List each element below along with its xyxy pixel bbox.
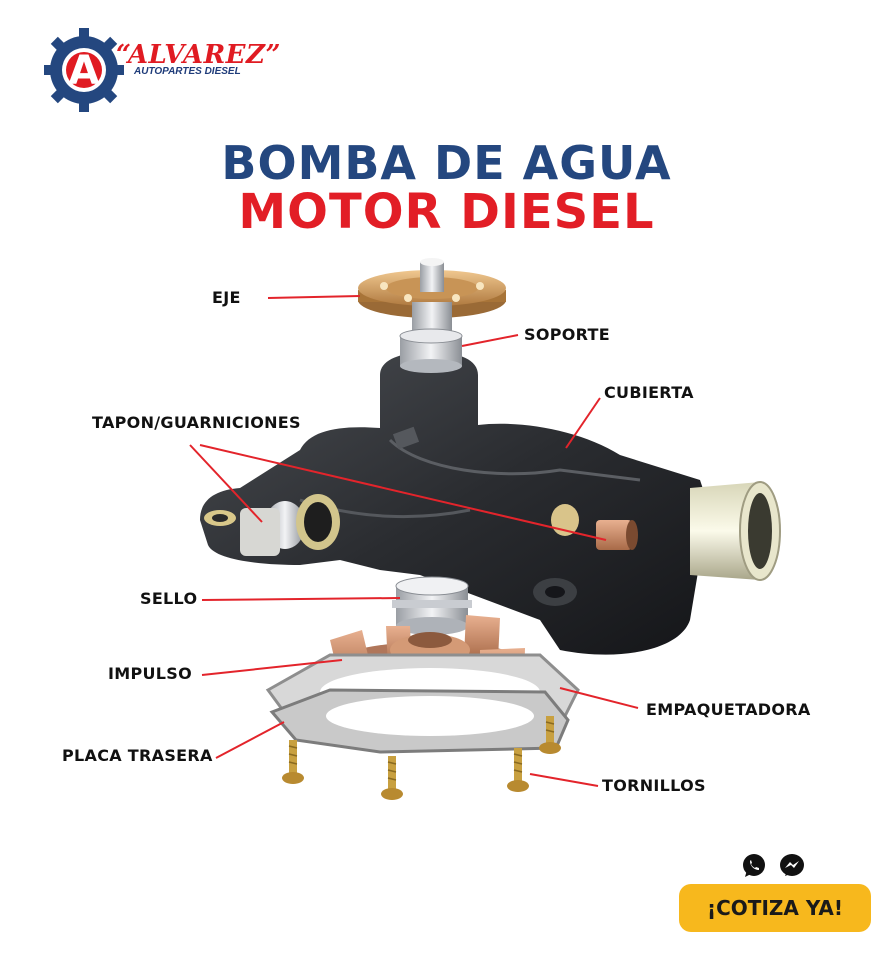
cotiza-ya-button[interactable]: ¡COTIZA YA! (679, 884, 871, 932)
leader-soporte (461, 334, 519, 347)
svg-text:A: A (69, 48, 100, 94)
label-soporte: SOPORTE (524, 325, 610, 344)
leader-tornillos (529, 773, 599, 787)
pump-housing (200, 352, 781, 655)
leader-impulso (201, 659, 343, 676)
leader-tapon-b (199, 444, 607, 541)
label-empaquetadora: EMPAQUETADORA (646, 700, 811, 719)
social-icons (740, 852, 806, 880)
gear-logo-icon: A (42, 28, 126, 112)
label-tapon-guarniciones: TAPON/GUARNICIONES (92, 413, 301, 432)
leader-eje (267, 295, 361, 299)
leader-cubierta (565, 397, 601, 449)
leader-placa (215, 721, 285, 759)
messenger-icon[interactable] (778, 852, 806, 880)
bearing (399, 328, 463, 373)
leader-lines (189, 295, 639, 787)
leader-empaquetadora (559, 687, 639, 709)
label-cubierta: CUBIERTA (604, 383, 694, 402)
leader-tapon-a (189, 444, 263, 523)
brand-subtitle: AUTOPARTES DIESEL (134, 66, 241, 77)
label-eje: EJE (212, 288, 241, 307)
bolts (282, 716, 561, 800)
leader-sello (201, 597, 401, 601)
label-sello: SELLO (140, 589, 198, 608)
label-impulso: IMPULSO (108, 664, 193, 683)
seal (392, 576, 472, 635)
page-title-line-1: BOMBA DE AGUA (221, 136, 672, 190)
label-tornillos: TORNILLOS (602, 776, 706, 795)
whatsapp-icon[interactable] (740, 852, 768, 880)
brand-logo: A “ALVAREZ” AUTOPARTES DIESEL (42, 26, 280, 116)
label-placa-trasera: PLACA TRASERA (62, 746, 213, 765)
back-plate (269, 688, 570, 754)
brand-name: “ALVAREZ” (116, 40, 281, 70)
shaft-flange (358, 258, 506, 338)
page-title-line-2: MOTOR DIESEL (238, 184, 655, 240)
